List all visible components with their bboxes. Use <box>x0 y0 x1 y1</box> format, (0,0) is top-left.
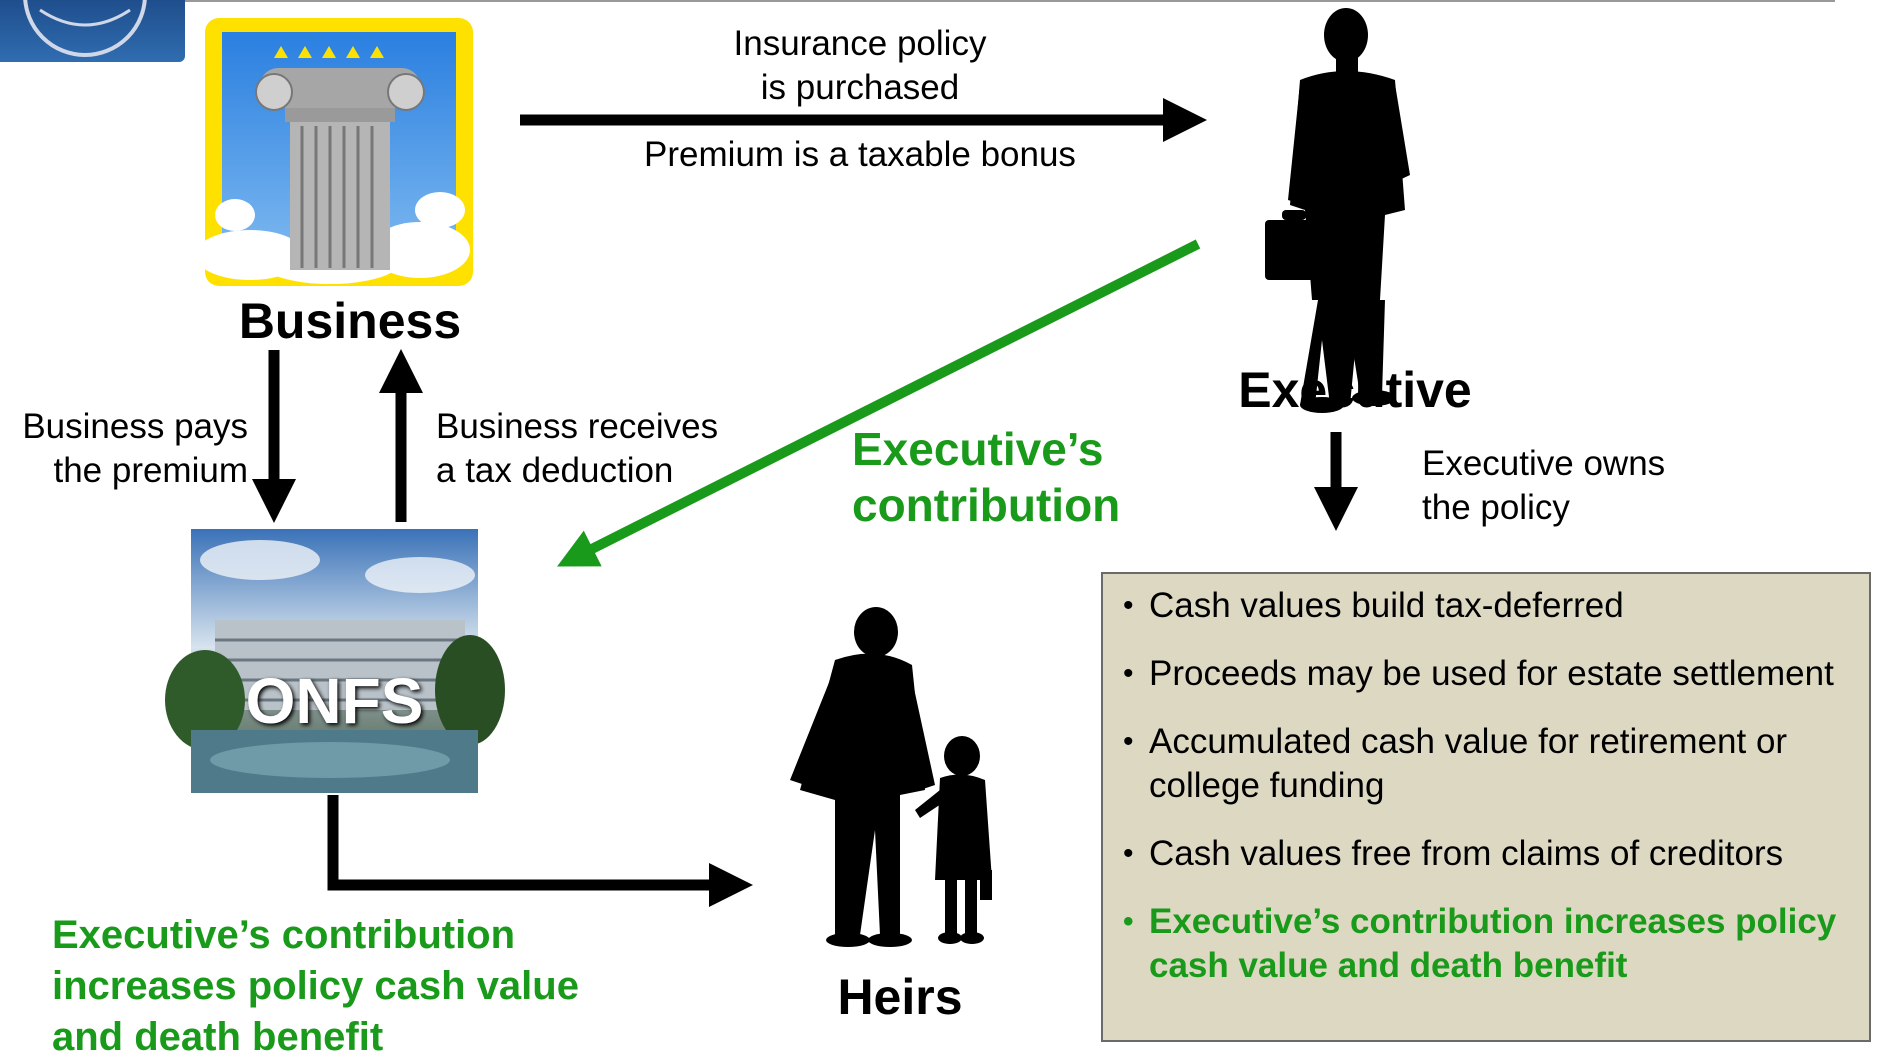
arrow-onfs-to-heirs <box>327 795 753 907</box>
column-logo-icon <box>195 18 473 286</box>
benefit-item: Proceeds may be used for estate settleme… <box>1123 652 1849 696</box>
exec-contribution-note: Executive’s contribution increases polic… <box>52 913 579 1059</box>
arrow-exec-contribution <box>557 239 1201 567</box>
policy-purchased-text: Insurance policy is purchased <box>733 24 987 107</box>
benefits-box: Cash values build tax-deferred Proceeds … <box>1101 572 1871 1042</box>
onfs-label: ONFS <box>245 665 424 737</box>
benefits-list: Cash values build tax-deferred Proceeds … <box>1123 584 1849 988</box>
logo-emblem <box>23 0 147 57</box>
executive-owns-text: Executive owns the policy <box>1422 444 1666 527</box>
building-photo-icon <box>165 529 505 793</box>
premium-bonus-text: Premium is a taxable bonus <box>644 135 1076 174</box>
heirs-label: Heirs <box>837 969 963 1025</box>
benefit-item-highlight: Executive’s contribution increases polic… <box>1123 900 1849 988</box>
logo-icon <box>0 0 185 62</box>
exec-contribution-text: Executive’s contribution <box>852 423 1121 531</box>
benefit-item: Cash values free from claims of creditor… <box>1123 832 1849 876</box>
benefit-item: Cash values build tax-deferred <box>1123 584 1849 628</box>
executive-silhouette-icon <box>1265 8 1410 413</box>
benefit-item: Accumulated cash value for retirement or… <box>1123 720 1849 808</box>
business-label: Business <box>238 293 462 349</box>
top-divider <box>185 0 1835 2</box>
business-receives-text: Business receives a tax deduction <box>436 407 719 490</box>
heirs-silhouette-icon <box>790 607 992 947</box>
executive-label: Executive <box>1238 362 1472 418</box>
business-pays-text: Business pays the premium <box>22 407 248 490</box>
